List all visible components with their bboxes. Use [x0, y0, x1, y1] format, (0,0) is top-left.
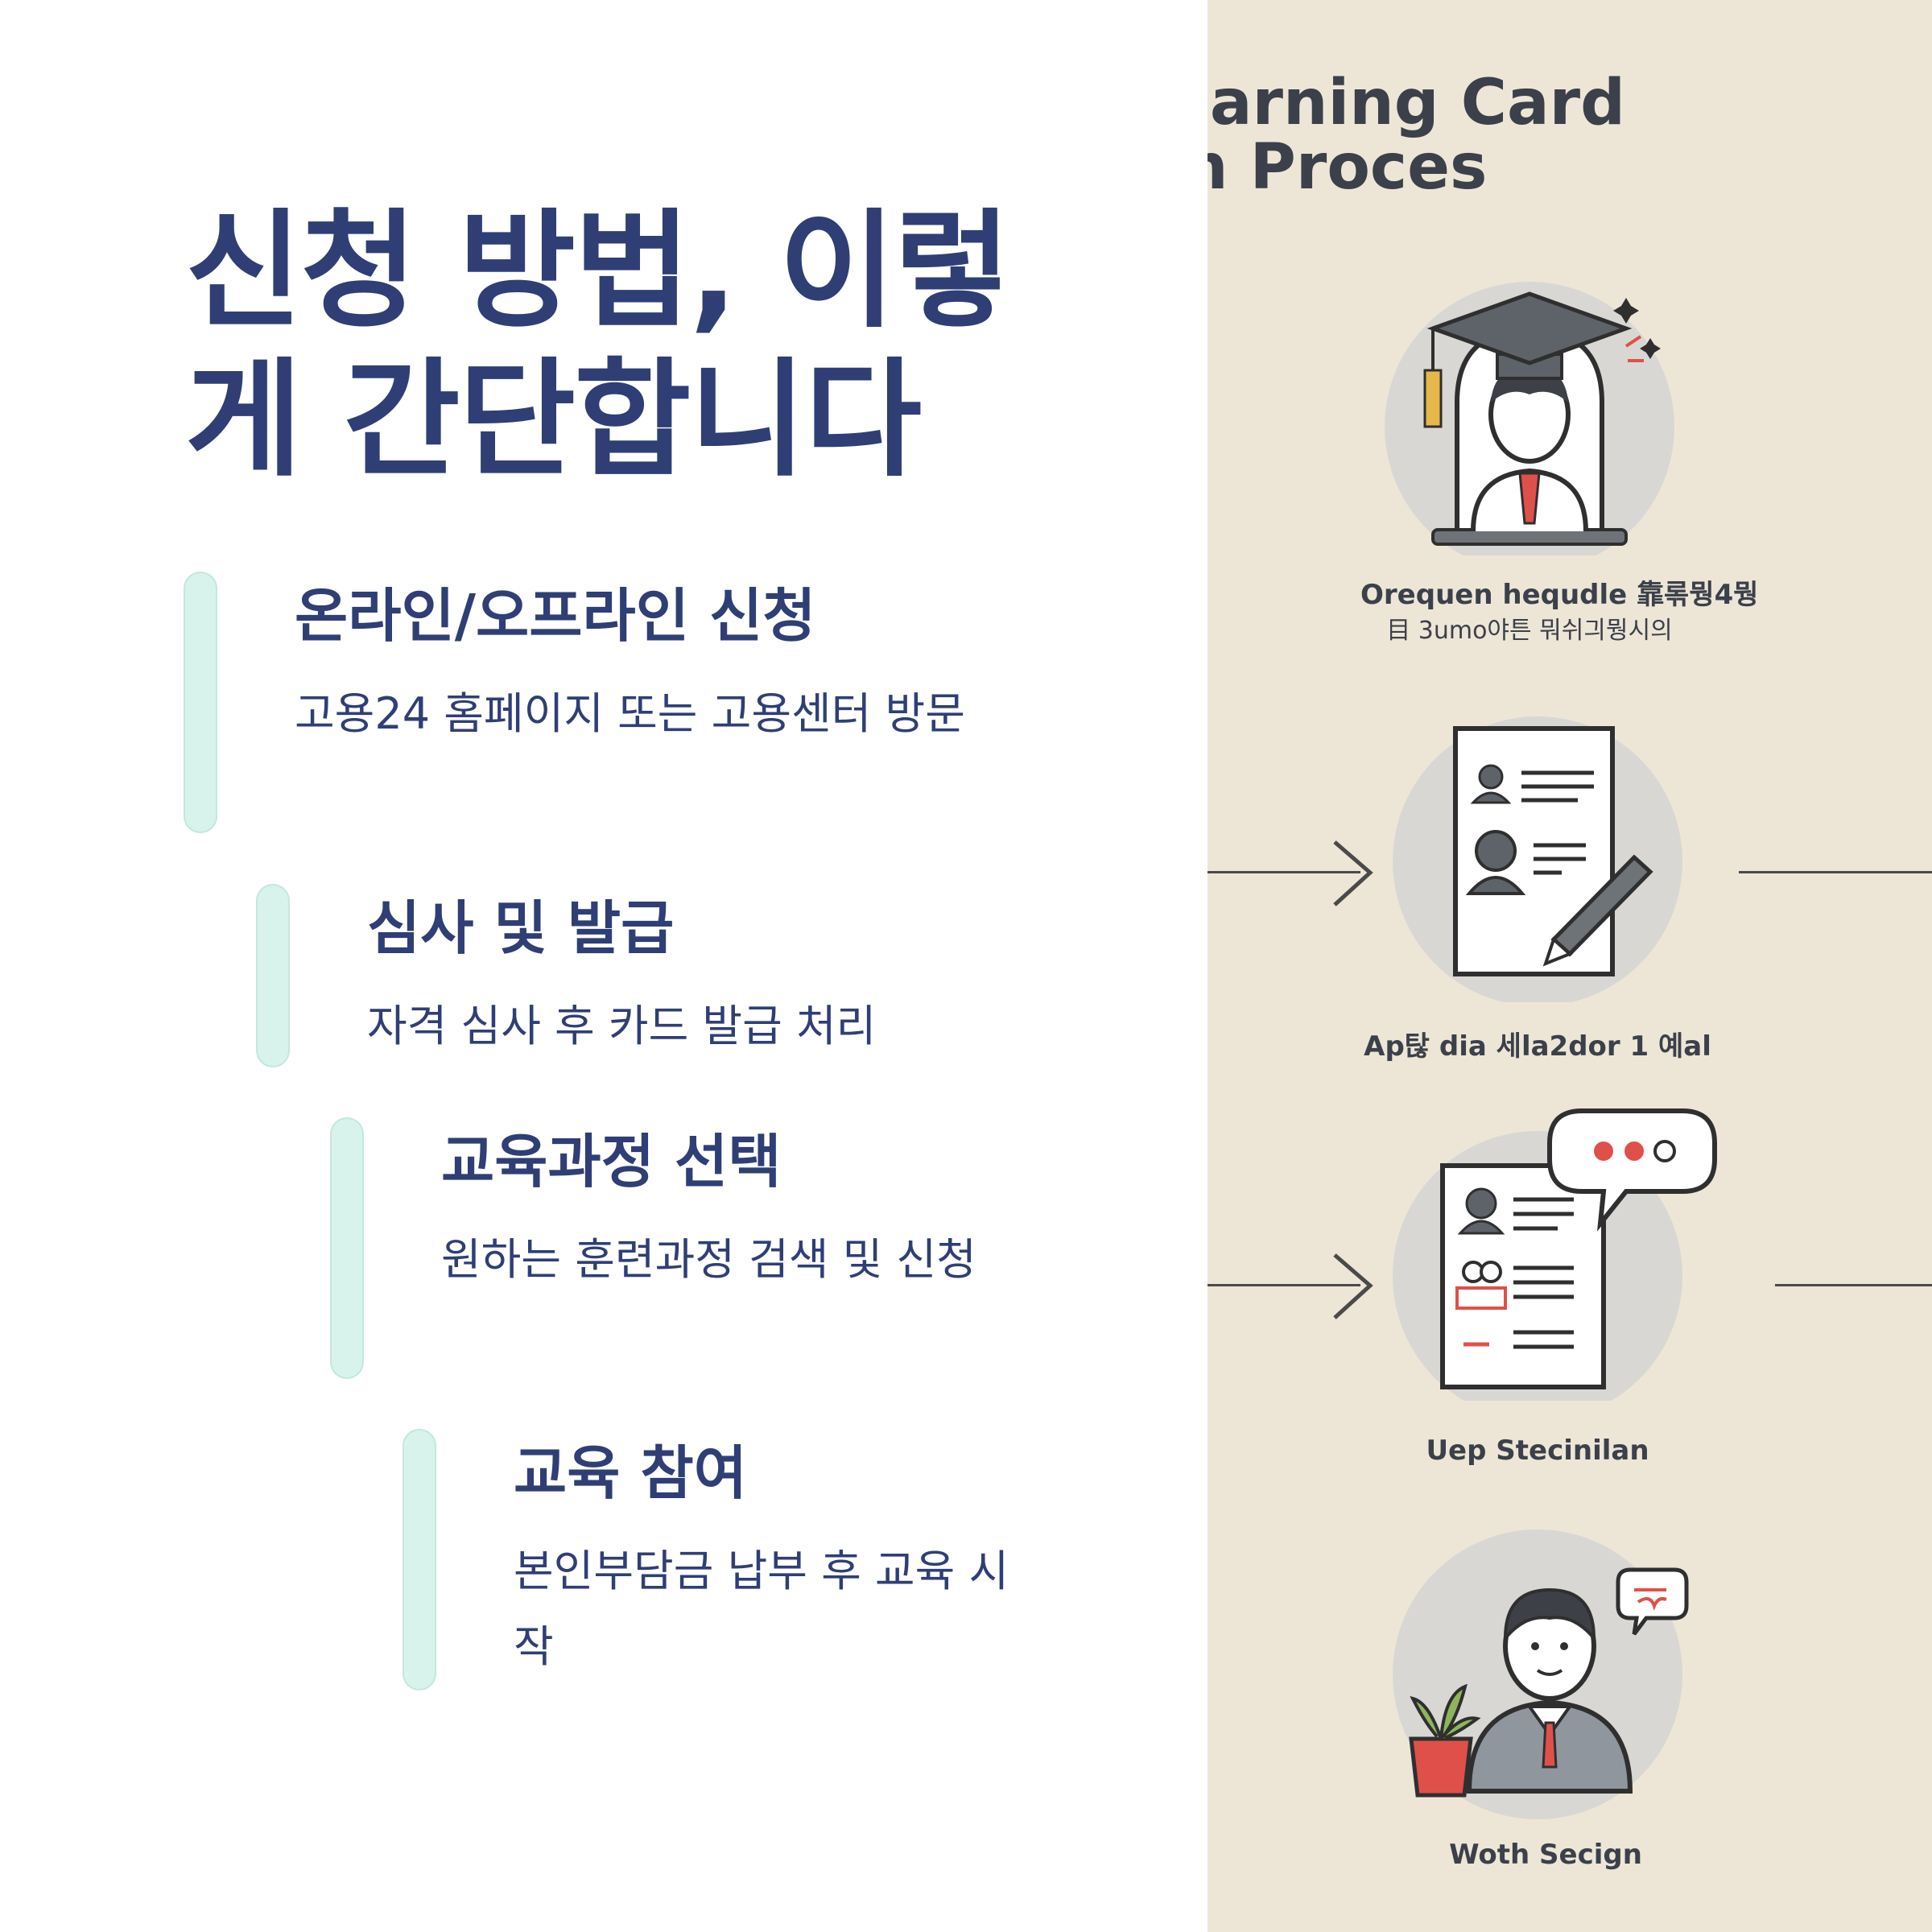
step-desc: 자격 심사 후 카드 발급 처리 — [367, 1001, 877, 1051]
caption-3: Uep Stecinilan — [1426, 1435, 1649, 1467]
step-bar — [256, 884, 290, 1067]
document-chat-icon — [1393, 1108, 1717, 1401]
graduate-icon — [1385, 282, 1674, 555]
left-panel: 신청 방법, 이렇게 간단합니다 온라인/오프라인 신청 고용24 홈페이지 또… — [184, 197, 1012, 1690]
connector-line — [1208, 1284, 1360, 1286]
connector-line — [1775, 1284, 1932, 1286]
step-title: 온라인/오프라인 신청 — [295, 582, 816, 650]
arrow-right-icon — [1333, 840, 1373, 906]
infographic-title-line2: n Proces — [1208, 131, 1488, 204]
right-panel: earning Card n Proces Orequen hequdle 靠롞… — [1208, 0, 1932, 1932]
step-title: 교육 참여 — [514, 1439, 748, 1507]
person-working-icon — [1393, 1530, 1689, 1819]
step-bar — [330, 1117, 364, 1379]
infographic-title-line1: earning Card — [1208, 67, 1625, 139]
arrow-right-icon — [1333, 1253, 1373, 1319]
step-title: 심사 및 발급 — [367, 894, 675, 962]
step-title: 교육과정 선택 — [441, 1128, 782, 1195]
application-form-icon — [1393, 716, 1682, 1002]
caption-2: Ap탆 dia 세la2dor 1 예al — [1364, 1030, 1711, 1063]
step-bar — [402, 1429, 436, 1690]
caption-1-sub: 目 3umo야튼 뭐쉬긔뭥시의 — [1386, 617, 1673, 645]
caption-4: Woth Secign — [1449, 1839, 1642, 1871]
step-bar — [184, 572, 217, 833]
step-desc: 고용24 홈페이지 또는 고용센터 방문 — [295, 688, 965, 739]
caption-1: Orequen hequdle 靠롞뭥4뭥 — [1360, 579, 1759, 611]
step-desc: 원하는 훈련과정 검색 및 신청 — [441, 1234, 976, 1285]
page-title: 신청 방법, 이렇게 간단합니다 — [185, 197, 1011, 494]
connector-line — [1208, 871, 1360, 873]
connector-line — [1739, 871, 1932, 873]
step-desc: 본인부담금 납부 후 교육 시작 — [514, 1546, 1009, 1672]
